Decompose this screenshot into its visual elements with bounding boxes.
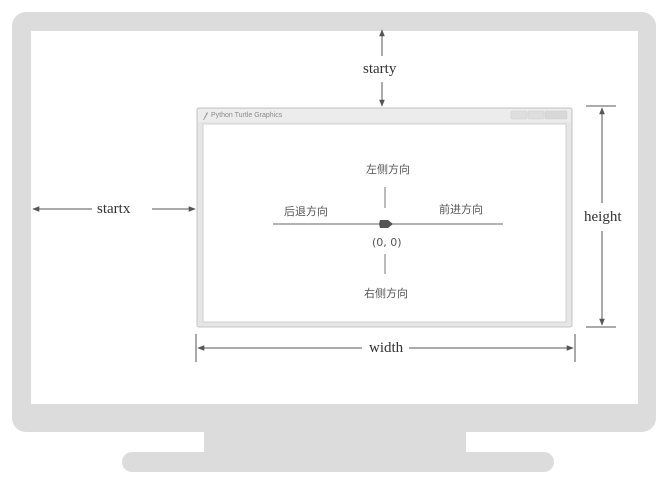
monitor-neck <box>204 430 466 456</box>
startx-label: startx <box>95 200 133 218</box>
turtle-icon <box>379 220 393 228</box>
turtle-axes <box>273 187 503 274</box>
window-title: Python Turtle Graphics <box>211 112 283 119</box>
window-maximize-button[interactable] <box>527 110 545 120</box>
monitor-base <box>122 452 554 472</box>
feather-icon <box>203 112 208 120</box>
window-minimize-button[interactable] <box>510 110 528 120</box>
right-direction-label: 右侧方向 <box>364 287 408 300</box>
height-label: height <box>582 208 624 226</box>
width-label: width <box>367 339 406 357</box>
window-titlebar <box>198 109 571 122</box>
turtle-window <box>196 107 573 328</box>
starty-label: starty <box>361 60 399 78</box>
backward-direction-label: 后退方向 <box>284 205 328 218</box>
origin-label: (0, 0) <box>372 236 402 249</box>
left-direction-label: 左侧方向 <box>366 163 410 176</box>
window-close-button[interactable] <box>544 110 568 120</box>
forward-direction-label: 前进方向 <box>439 203 483 216</box>
